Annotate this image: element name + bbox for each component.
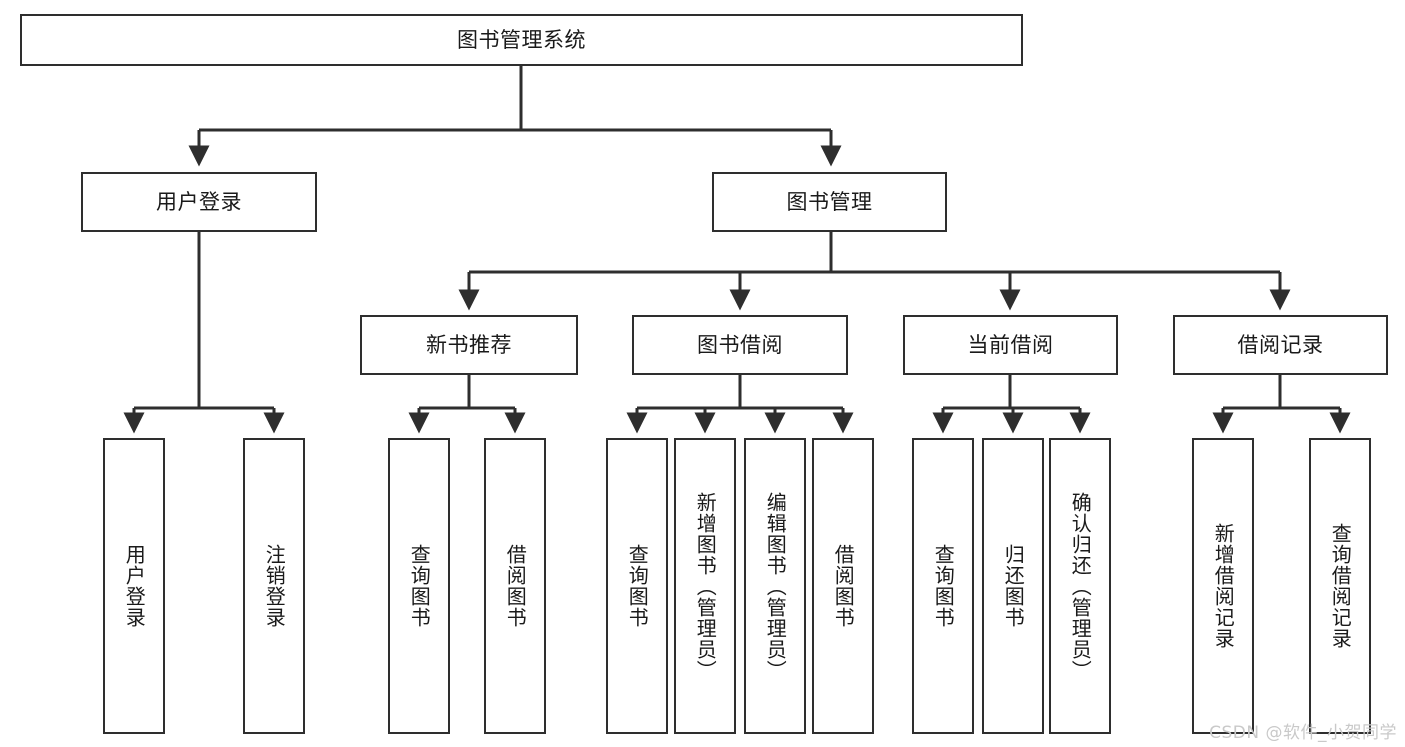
node-leaf-query-book-1-label: 查询图书 [407,544,432,628]
node-leaf-logout[interactable]: 注销登录 [243,438,305,734]
node-leaf-user-login[interactable]: 用户登录 [103,438,165,734]
node-leaf-add-record-label: 新增借阅记录 [1211,523,1236,649]
node-root-label: 图书管理系统 [457,27,586,52]
node-leaf-edit-book-label: 编辑图书（管理员） [763,491,788,681]
node-user-login-label: 用户登录 [156,189,242,214]
node-new-book-recommend-label: 新书推荐 [426,332,512,357]
node-leaf-confirm-return[interactable]: 确认归还（管理员） [1049,438,1111,734]
node-leaf-query-book-3[interactable]: 查询图书 [912,438,974,734]
node-book-borrow[interactable]: 图书借阅 [632,315,848,375]
node-leaf-query-book-2-label: 查询图书 [625,544,650,628]
node-leaf-query-book-3-label: 查询图书 [931,544,956,628]
node-leaf-query-record-label: 查询借阅记录 [1328,523,1353,649]
node-leaf-borrow-book-1[interactable]: 借阅图书 [484,438,546,734]
node-leaf-borrow-book-2-label: 借阅图书 [831,544,856,628]
node-leaf-edit-book[interactable]: 编辑图书（管理员） [744,438,806,734]
node-leaf-return-book-label: 归还图书 [1001,544,1026,628]
node-borrow-record[interactable]: 借阅记录 [1173,315,1388,375]
node-leaf-add-book-label: 新增图书（管理员） [693,491,718,681]
node-current-borrow[interactable]: 当前借阅 [903,315,1118,375]
node-leaf-confirm-return-label: 确认归还（管理员） [1068,491,1093,681]
node-leaf-return-book[interactable]: 归还图书 [982,438,1044,734]
node-leaf-logout-label: 注销登录 [262,544,287,628]
node-borrow-record-label: 借阅记录 [1237,332,1324,357]
node-leaf-borrow-book-1-label: 借阅图书 [503,544,528,628]
node-leaf-borrow-book-2[interactable]: 借阅图书 [812,438,874,734]
node-book-borrow-label: 图书借阅 [697,332,783,357]
node-leaf-user-login-label: 用户登录 [122,544,147,628]
node-book-management-label: 图书管理 [786,189,873,214]
node-book-management[interactable]: 图书管理 [712,172,947,232]
watermark-text: CSDN @软件_小贺同学 [1209,723,1397,743]
node-user-login[interactable]: 用户登录 [81,172,317,232]
node-leaf-query-book-1[interactable]: 查询图书 [388,438,450,734]
node-root[interactable]: 图书管理系统 [20,14,1023,66]
node-leaf-query-book-2[interactable]: 查询图书 [606,438,668,734]
node-leaf-add-book[interactable]: 新增图书（管理员） [674,438,736,734]
node-leaf-query-record[interactable]: 查询借阅记录 [1309,438,1371,734]
node-current-borrow-label: 当前借阅 [967,332,1054,357]
node-leaf-add-record[interactable]: 新增借阅记录 [1192,438,1254,734]
node-new-book-recommend[interactable]: 新书推荐 [360,315,578,375]
